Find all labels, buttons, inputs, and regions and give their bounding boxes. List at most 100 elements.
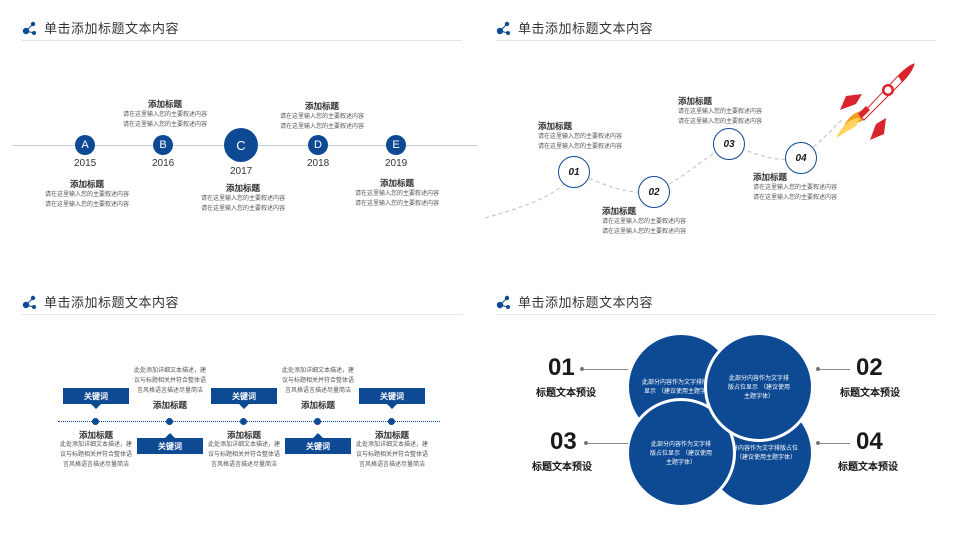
header-divider xyxy=(496,40,936,41)
circle-bl-line-1: 此部分内容作为文字排 xyxy=(650,440,711,448)
keyword-pointer xyxy=(91,404,101,409)
keyword-pointer xyxy=(239,404,249,409)
timeline-node-c: C xyxy=(224,128,258,162)
item-2-desc-3: 言风格语言描述尽量简洁 xyxy=(136,387,203,394)
keyword-pointer xyxy=(387,404,397,409)
step-01-title: 添加标题 xyxy=(538,122,573,132)
slide-header: 单击添加标题文本内容 xyxy=(22,292,179,311)
item-3-desc-3: 言风格语言描述尽量简洁 xyxy=(210,461,277,468)
year-2018: 2018 xyxy=(307,158,330,169)
step-02-desc-1: 请在这里输入您的主要叙述内容 xyxy=(602,218,687,225)
item-d-desc-2: 请在这里输入您的主要叙述内容 xyxy=(280,123,365,130)
timeline-dot xyxy=(240,418,247,425)
timeline-dot xyxy=(314,418,321,425)
molecule-icon xyxy=(496,21,510,35)
step-02-desc-2: 请在这里输入您的主要叙述内容 xyxy=(602,228,687,235)
step-03-desc-1: 请在这里输入您的主要叙述内容 xyxy=(678,108,763,115)
keyword-box-5: 关键词 xyxy=(359,388,425,404)
timeline-node-e: E xyxy=(386,135,406,155)
item-e-title: 添加标题 xyxy=(380,179,415,189)
circle-tr-line-3: 主题字体） xyxy=(743,392,774,400)
connector-line xyxy=(820,369,850,370)
item-1-desc-3: 言风格语言描述尽量简洁 xyxy=(62,461,129,468)
number-02: 02 xyxy=(856,354,883,381)
step-03-title: 添加标题 xyxy=(678,97,713,107)
circle-br-line-1: 此部分内容作为文字排版占位 xyxy=(719,445,798,452)
step-02-title: 添加标题 xyxy=(602,207,637,217)
item-a-desc-2: 请在这里输入您的主要叙述内容 xyxy=(45,201,130,208)
item-d-title: 添加标题 xyxy=(305,102,340,112)
header-divider xyxy=(22,40,462,41)
item-5-desc-3: 言风格语言描述尽量简洁 xyxy=(358,461,425,468)
keyword-box-4: 关键词 xyxy=(285,438,351,454)
circle-tr-line-2: 版占位显示 （建议使用 xyxy=(728,383,790,391)
step-circle-04: 04 xyxy=(785,142,817,174)
connector-dot xyxy=(816,367,820,371)
label-03: 标题文本预设 xyxy=(532,462,592,473)
item-b-desc-2: 请在这里输入您的主要叙述内容 xyxy=(123,121,208,128)
circle-br-line-2: 显示 （建议使用主题字体） xyxy=(722,454,796,461)
item-4-desc-2: 议与标题相关并符合整体语 xyxy=(281,377,354,384)
slide-rocket-path: 单击添加标题文本内容 01 02 03 04 添加标题 请在这里输入您的主要叙述… xyxy=(480,0,960,274)
header-title: 单击添加标题文本内容 xyxy=(44,296,180,311)
slide-timeline-letters: 单击添加标题文本内容 添加标题 请在这里输入您的主要叙述内容 请在这里输入您的主… xyxy=(0,0,480,274)
step-circle-03: 03 xyxy=(713,128,745,160)
slide-header: 单击添加标题文本内容 xyxy=(22,18,179,37)
item-3-desc-2: 议与标题相关并符合整体语 xyxy=(207,451,280,458)
molecule-icon xyxy=(22,295,36,309)
item-e-desc-2: 请在这里输入您的主要叙述内容 xyxy=(355,200,440,207)
timeline-node-d: D xyxy=(308,135,328,155)
step-circle-01: 01 xyxy=(558,156,590,188)
step-03-desc-2: 请在这里输入您的主要叙述内容 xyxy=(678,118,763,125)
keyword-pointer xyxy=(313,433,323,438)
item-a-title: 添加标题 xyxy=(70,180,105,190)
step-01-desc-2: 请在这里输入您的主要叙述内容 xyxy=(538,143,623,150)
item-c-desc-2: 请在这里输入您的主要叙述内容 xyxy=(201,205,286,212)
item-c-desc-1: 请在这里输入您的主要叙述内容 xyxy=(201,195,286,202)
step-04-desc-1: 请在这里输入您的主要叙述内容 xyxy=(753,184,838,191)
step-01-desc-1: 请在这里输入您的主要叙述内容 xyxy=(538,133,623,140)
header-divider xyxy=(22,314,462,315)
circle-bottom-left: 此部分内容作为文字排 版占位显示 （建议使用 主题字体） xyxy=(626,398,736,508)
item-4-title: 添加标题 xyxy=(300,401,335,411)
year-2015: 2015 xyxy=(74,158,97,169)
dotted-timeline xyxy=(58,421,440,422)
item-a-desc-1: 请在这里输入您的主要叙述内容 xyxy=(45,191,130,198)
step-circle-02: 02 xyxy=(638,176,670,208)
keyword-pointer xyxy=(165,433,175,438)
item-b-desc-1: 请在这里输入您的主要叙述内容 xyxy=(123,111,208,118)
circle-bl-line-3: 主题字体） xyxy=(665,458,696,466)
timeline-node-a: A xyxy=(75,135,95,155)
step-04-desc-2: 请在这里输入您的主要叙述内容 xyxy=(753,194,838,201)
keyword-box-2: 关键词 xyxy=(137,438,203,454)
label-02: 标题文本预设 xyxy=(840,388,900,399)
item-3-title: 添加标题 xyxy=(226,431,261,441)
item-1-title: 添加标题 xyxy=(78,431,113,441)
keyword-box-3: 关键词 xyxy=(211,388,277,404)
header-title: 单击添加标题文本内容 xyxy=(518,296,654,311)
rocket-icon xyxy=(836,63,915,140)
connector-line xyxy=(820,443,850,444)
item-5-title: 添加标题 xyxy=(374,431,409,441)
timeline-dot xyxy=(388,418,395,425)
timeline-dot xyxy=(92,418,99,425)
slide-keyword-timeline: 单击添加标题文本内容 关键词 关键词 关键词 关键词 关键词 此处添加详细文本描… xyxy=(0,274,480,548)
item-2-desc-2: 议与标题相关并符合整体语 xyxy=(133,377,206,384)
connector-dot xyxy=(584,441,588,445)
header-title: 单击添加标题文本内容 xyxy=(44,22,180,37)
slide-header: 单击添加标题文本内容 xyxy=(496,18,653,37)
number-04: 04 xyxy=(856,428,883,455)
item-1-desc-2: 议与标题相关并符合整体语 xyxy=(59,451,132,458)
header-title: 单击添加标题文本内容 xyxy=(518,22,654,37)
item-c-title: 添加标题 xyxy=(226,184,261,194)
item-4-desc-3: 言风格语言描述尽量简洁 xyxy=(284,387,351,394)
keyword-box-1: 关键词 xyxy=(63,388,129,404)
item-5-desc-2: 议与标题相关并符合整体语 xyxy=(355,451,428,458)
header-divider xyxy=(496,314,936,315)
connector-line xyxy=(588,443,628,444)
molecule-icon xyxy=(22,21,36,35)
circle-tl-line-1: 此部分内容作为文字排版占位 xyxy=(641,379,720,386)
item-e-desc-1: 请在这里输入您的主要叙述内容 xyxy=(355,190,440,197)
item-5-desc-1: 此处添加详细文本描述，建 xyxy=(355,441,428,448)
label-04: 标题文本预设 xyxy=(838,462,898,473)
